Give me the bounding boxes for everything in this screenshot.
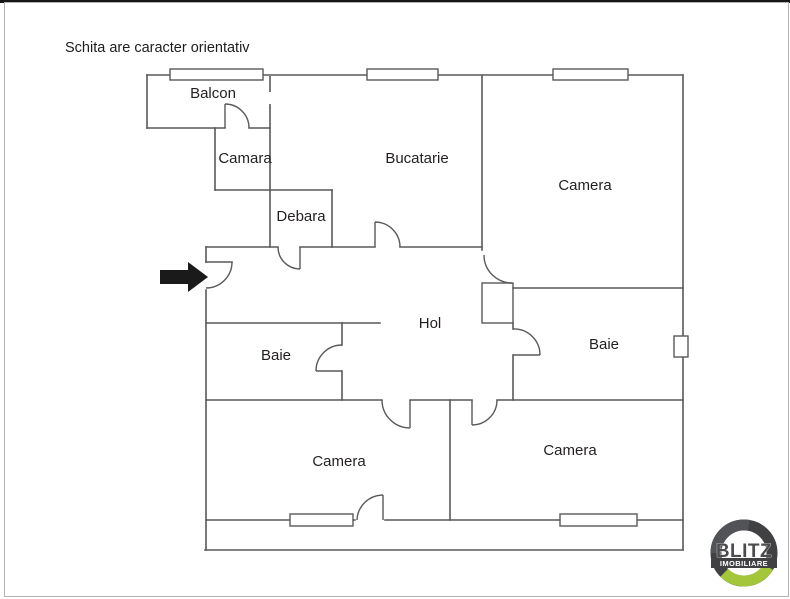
logo-ring-highlight — [710, 519, 750, 554]
room-label-bucatarie: Bucatarie — [385, 150, 448, 167]
window-camera-top — [552, 68, 629, 81]
logo-brand-text: BLITZ — [716, 541, 772, 562]
room-label-camera-bottom-right: Camera — [543, 442, 597, 459]
room-label-baie-left: Baie — [261, 347, 291, 364]
room-labels: Balcon Camara Bucatarie Camera Debara Ho… — [190, 85, 619, 470]
room-label-camara: Camara — [218, 150, 272, 167]
logo-tagline-band — [711, 558, 777, 568]
room-label-camera-top-right: Camera — [558, 177, 612, 194]
logo-accent-arc — [720, 563, 773, 587]
entrance-arrow-icon — [160, 262, 208, 292]
window-camera-bottom-left — [289, 513, 354, 527]
room-label-balcon: Balcon — [190, 85, 236, 102]
doors — [205, 103, 541, 521]
room-label-debara: Debara — [276, 208, 326, 225]
window-baie-right — [673, 335, 689, 358]
logo-tagline-text: IMOBILIARE — [720, 559, 768, 568]
room-label-hol: Hol — [419, 315, 442, 332]
entrance-door-arc — [205, 261, 233, 289]
room-label-camera-bottom-left: Camera — [312, 453, 366, 470]
page-border — [4, 2, 789, 597]
window-camera-bottom-right — [559, 513, 638, 527]
walls — [146, 74, 684, 551]
window-balcon — [169, 68, 264, 81]
disclaimer-text: Schita are caracter orientativ — [65, 40, 250, 56]
room-label-baie-right: Baie — [589, 336, 619, 353]
page-top-border — [0, 0, 790, 3]
agency-logo: BLITZ IMOBILIARE — [710, 519, 778, 587]
windows — [169, 68, 689, 527]
window-bucatarie — [366, 68, 439, 81]
